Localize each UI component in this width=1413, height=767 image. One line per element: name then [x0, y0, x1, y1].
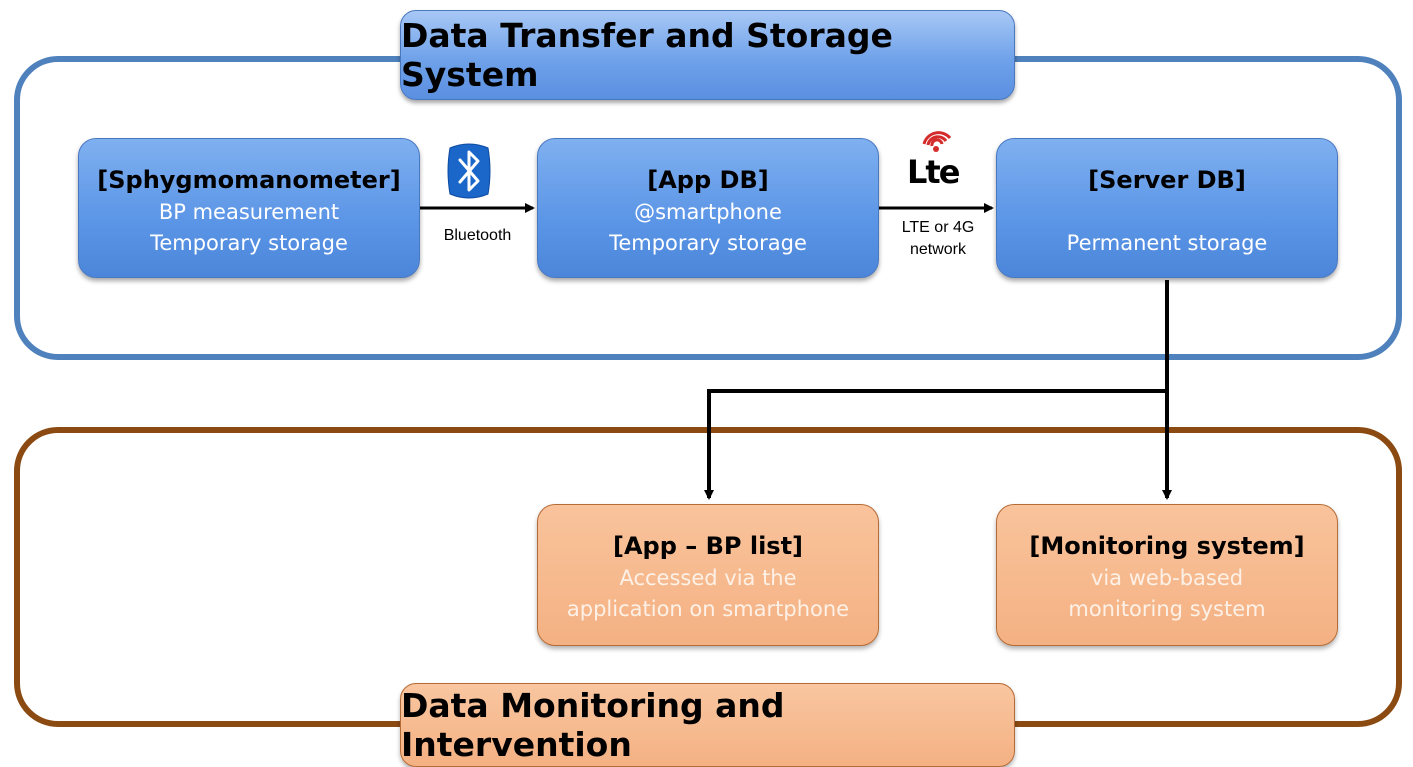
server-to-bp-list-connector — [704, 389, 1167, 500]
lte-label-line: network — [909, 241, 967, 258]
sphygmomanometer-node: [Sphygmomanometer] BP measurement Tempor… — [78, 138, 420, 278]
bluetooth-icon — [447, 143, 491, 199]
lte-network-label: LTE or 4G network — [886, 217, 990, 261]
monitoring-section-title-text: Data Monitoring and Intervention — [401, 686, 785, 764]
node-title: [Sphygmomanometer] — [97, 166, 401, 194]
node-line: Accessed via the — [619, 566, 797, 590]
node-title: [Monitoring system] — [1029, 532, 1305, 560]
transfer-section-title-text: Data Transfer and Storage System — [401, 16, 893, 94]
node-line — [1164, 197, 1171, 228]
node-title: [App – BP list] — [612, 532, 804, 560]
node-line: via web-based — [1090, 566, 1244, 590]
server-db-node: [Server DB] Permanent storage — [996, 138, 1338, 278]
node-title: [Server DB] — [1088, 166, 1246, 194]
node-title: [App DB] — [647, 166, 769, 194]
node-line: BP measurement — [158, 200, 340, 224]
monitoring-section-title: Data Monitoring and Intervention — [400, 683, 1015, 767]
lte-label-line: LTE or 4G — [901, 219, 975, 236]
node-line: Permanent storage — [1066, 231, 1268, 255]
node-line: @smartphone — [634, 200, 782, 224]
monitoring-system-node: [Monitoring system] via web-based monito… — [996, 504, 1338, 646]
node-line: monitoring system — [1068, 597, 1266, 621]
app-db-node: [App DB] @smartphone Temporary storage — [537, 138, 879, 278]
lte-logo-icon: Lte — [907, 131, 962, 191]
node-line: application on smartphone — [566, 597, 850, 621]
node-line: Temporary storage — [609, 231, 807, 255]
transfer-section-title: Data Transfer and Storage System — [400, 10, 1015, 100]
bluetooth-label: Bluetooth — [443, 227, 512, 244]
lte-logo-text: Lte — [907, 153, 960, 191]
app-bp-list-node: [App – BP list] Accessed via the applica… — [537, 504, 879, 646]
node-line: Temporary storage — [150, 231, 348, 255]
